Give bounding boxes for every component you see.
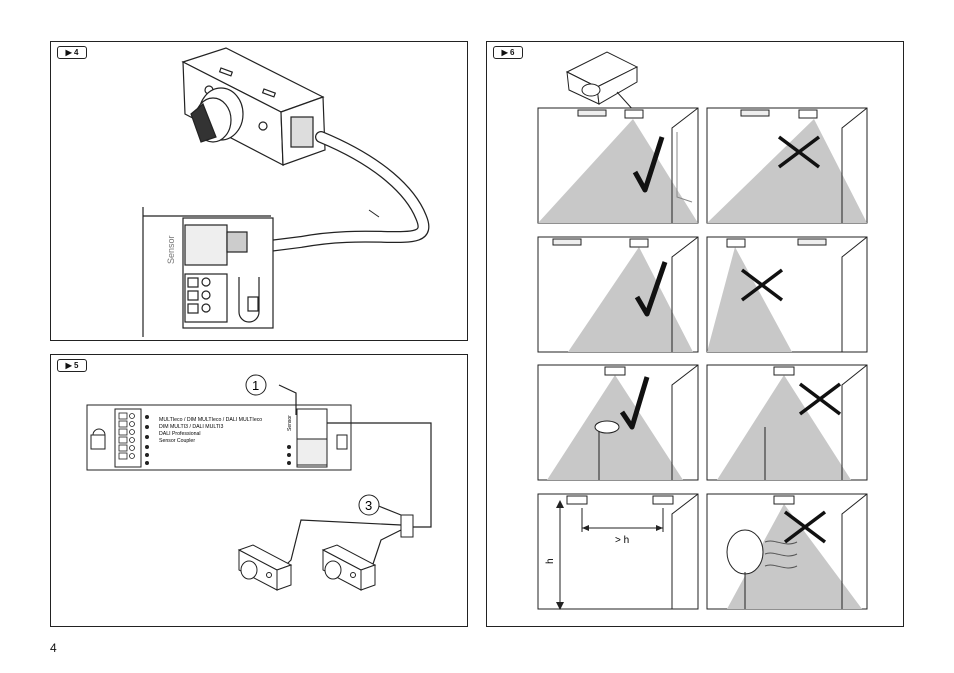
product-line-4: Sensor Coupler bbox=[159, 438, 195, 444]
cross-mark bbox=[783, 510, 827, 544]
sensor-sketch bbox=[565, 51, 639, 113]
figure-4-panel: ▶ 4 bbox=[50, 41, 468, 341]
product-line-3: DALI Professional bbox=[159, 431, 201, 437]
figure-4-badge: ▶ 4 bbox=[57, 46, 87, 59]
sensor-unit-left bbox=[237, 544, 293, 591]
cross-mark bbox=[798, 382, 842, 416]
status-dots bbox=[145, 415, 291, 465]
scene-row-4 bbox=[537, 493, 868, 610]
callout-1-circle bbox=[245, 374, 267, 396]
callout-1: 1 bbox=[252, 378, 259, 393]
cross-mark bbox=[740, 268, 784, 302]
figure-6-panel: ▶ 6 bbox=[486, 41, 904, 627]
device-terminal bbox=[142, 207, 274, 337]
height-label: h bbox=[545, 558, 556, 564]
product-line-2: DIM MULTI3 / DALI MULTI3 bbox=[159, 424, 223, 430]
check-mark bbox=[634, 261, 668, 317]
scene-row-2 bbox=[537, 236, 868, 353]
distance-label: > h bbox=[615, 535, 629, 546]
check-mark bbox=[632, 136, 665, 193]
sensor-housing bbox=[181, 47, 326, 167]
sensor-port-label: Sensor bbox=[287, 415, 293, 431]
figure-6-illustration: > h h bbox=[537, 51, 868, 610]
cross-mark bbox=[777, 135, 821, 169]
callout-3: 3 bbox=[365, 498, 372, 513]
page-number: 4 bbox=[50, 641, 57, 655]
check-mark bbox=[619, 376, 650, 430]
sensor-label: Sensor bbox=[166, 235, 176, 264]
figure-5-illustration: MULTIeco / DIM MULTIeco / DALI MULTIeco … bbox=[86, 374, 432, 591]
left-terminals bbox=[118, 412, 135, 460]
figure-5-panel: ▶ 5 MULTIeco / DIM MULTIeco / DALI MULTI… bbox=[50, 354, 468, 627]
sensor-unit-right bbox=[321, 544, 377, 591]
figure-5-badge: ▶ 5 bbox=[57, 359, 87, 372]
sensor-coupler bbox=[400, 514, 414, 538]
figure-6-badge: ▶ 6 bbox=[493, 46, 523, 59]
callout-3-circle bbox=[358, 494, 380, 516]
scene-row-3 bbox=[537, 364, 868, 481]
figure-4-illustration: Sensor bbox=[142, 47, 430, 337]
product-line-1: MULTIeco / DIM MULTIeco / DALI MULTIeco bbox=[159, 417, 262, 423]
scene-row-1 bbox=[537, 107, 868, 224]
